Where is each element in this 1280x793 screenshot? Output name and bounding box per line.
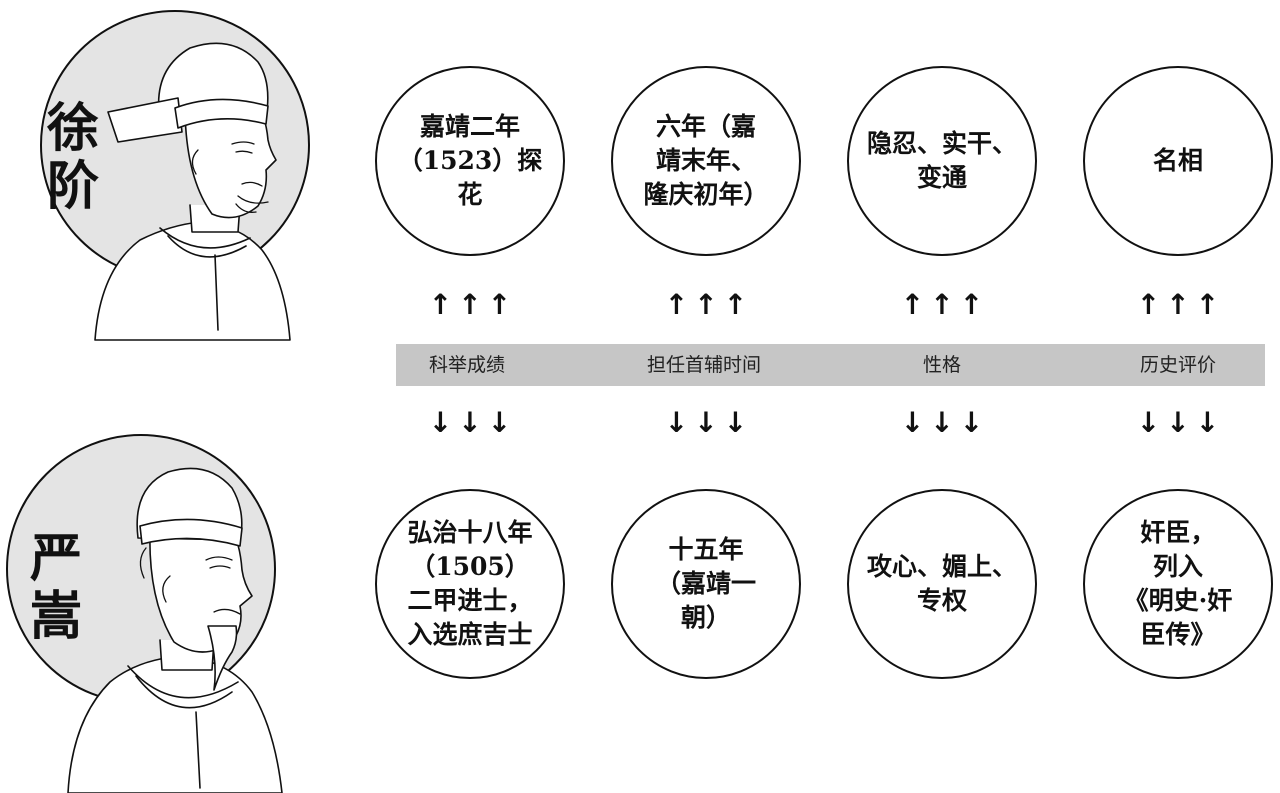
up-arrows-character: ↑↑↑ bbox=[900, 288, 990, 321]
category-label-exam: 科举成绩 bbox=[428, 354, 505, 376]
category-label-term: 担任首辅时间 bbox=[646, 354, 761, 376]
official-figure-bottom-illustration bbox=[67, 467, 283, 793]
official-figure-top-illustration bbox=[94, 42, 291, 341]
bottom-cell-evaluation: 奸臣， 列入 《明史·奸 臣传》 bbox=[1083, 489, 1273, 679]
bottom-cell-exam: 弘治十八年 （1505） 二甲进士， 入选庶吉士 bbox=[375, 489, 565, 679]
person-name-top: 徐阶 bbox=[46, 98, 99, 217]
category-label-character: 性格 bbox=[922, 354, 961, 376]
up-arrows-evaluation: ↑↑↑ bbox=[1136, 288, 1226, 321]
category-band: 科举成绩 担任首辅时间 性格 历史评价 bbox=[396, 344, 1265, 386]
top-cell-evaluation: 名相 bbox=[1083, 66, 1273, 256]
top-cell-term: 六年（嘉 靖末年、 隆庆初年） bbox=[611, 66, 801, 256]
portrait-bottom: 严嵩 bbox=[0, 430, 330, 793]
top-cell-exam: 嘉靖二年 （1523）探花 bbox=[375, 66, 565, 256]
bottom-cell-character: 攻心、媚上、 专权 bbox=[847, 489, 1037, 679]
up-arrows-exam: ↑↑↑ bbox=[428, 288, 518, 321]
category-label-evaluation: 历史评价 bbox=[1139, 354, 1216, 376]
top-cell-character: 隐忍、实干、 变通 bbox=[847, 66, 1037, 256]
up-arrows-term: ↑↑↑ bbox=[664, 288, 754, 321]
down-arrows-exam: ↓↓↓ bbox=[428, 406, 518, 439]
down-arrows-evaluation: ↓↓↓ bbox=[1136, 406, 1226, 439]
down-arrows-term: ↓↓↓ bbox=[664, 406, 754, 439]
bottom-cell-term: 十五年 （嘉靖一 朝） bbox=[611, 489, 801, 679]
down-arrows-character: ↓↓↓ bbox=[900, 406, 990, 439]
portrait-top: 徐阶 bbox=[0, 0, 330, 341]
person-name-bottom: 严嵩 bbox=[29, 528, 82, 647]
